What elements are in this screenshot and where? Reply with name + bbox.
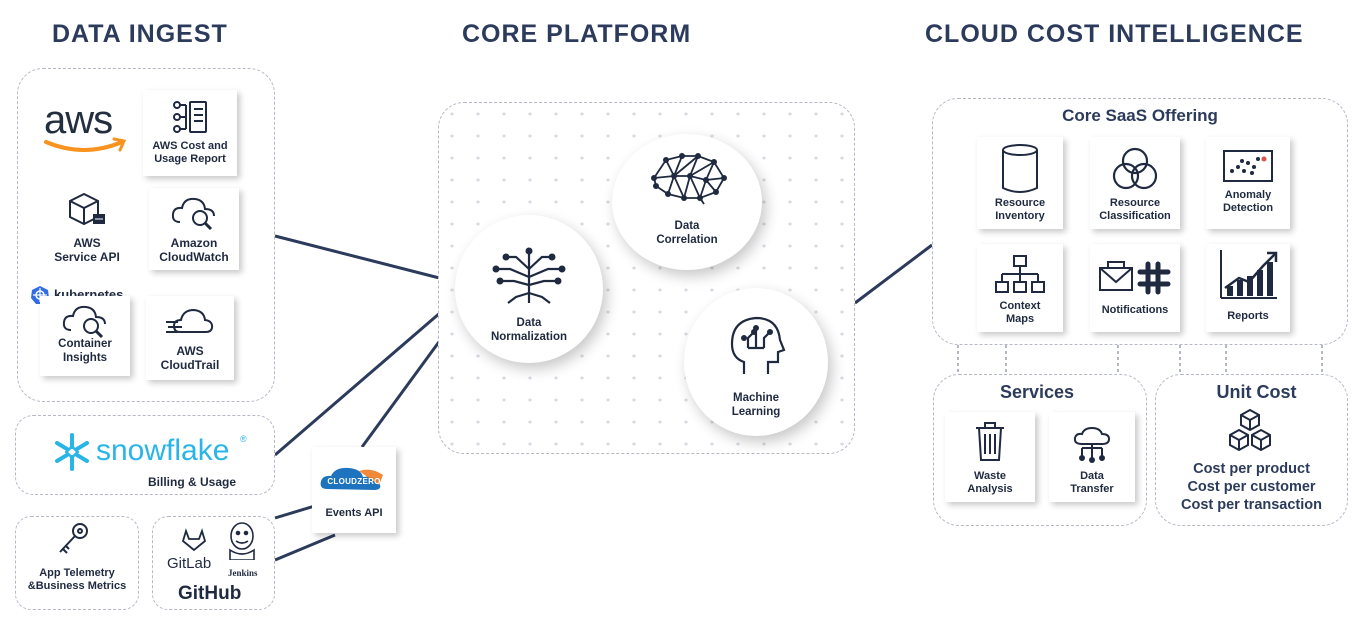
connector-gitlab-to-events <box>274 503 319 520</box>
trash-icon <box>976 422 1004 461</box>
org-chart-icon <box>995 255 1045 293</box>
unit-cost-panel <box>1155 374 1348 526</box>
connector-core-to-intel <box>854 243 933 305</box>
services-title: Services <box>999 382 1075 402</box>
snowflake-panel <box>15 415 275 495</box>
venn-diagram-icon <box>1112 147 1158 190</box>
gitlab-icon <box>181 528 207 552</box>
core-saas-title: Core SaaS Offering <box>1062 106 1218 125</box>
cloud-search-icon <box>171 197 215 230</box>
gitlab-label: GitLab <box>167 555 212 572</box>
card-cloudzero-events-api: CLOUDZERO Events API <box>312 447 396 533</box>
cube-icon <box>69 192 105 226</box>
unit-cost-list: Cost per product Cost per customer Cost … <box>1155 461 1348 515</box>
cloudzero-icon <box>320 467 383 490</box>
card-reports: Reports <box>1206 244 1290 332</box>
app-telemetry-label: App Telemetry&Business Metrics <box>27 567 127 592</box>
connector-snowflake-to-normalization <box>274 298 456 457</box>
jenkins-label: Jenkins <box>228 568 258 578</box>
source-control-panel <box>152 516 275 610</box>
report-tree-icon <box>173 101 207 133</box>
github-label: GitHub <box>178 583 242 604</box>
aws-logo: aws <box>40 96 130 160</box>
cloud-network-icon <box>1073 426 1111 463</box>
card-notifications: Notifications <box>1090 244 1180 332</box>
jenkins-icon <box>229 522 255 560</box>
cloud-search-icon <box>62 305 106 338</box>
stacked-boxes-icon <box>1229 408 1271 452</box>
heading-data-ingest: DATA INGEST <box>52 20 228 48</box>
mail-slack-icon <box>1099 261 1171 295</box>
snowflake-icon <box>55 433 89 471</box>
billing-usage-label: Billing & Usage <box>148 475 237 489</box>
unit-cost-customer: Cost per customer <box>1187 478 1316 495</box>
connector-ingest-to-normalization <box>274 234 456 284</box>
neural-brain-icon <box>651 153 727 205</box>
ai-head-icon <box>730 316 786 374</box>
key-icon <box>59 523 88 554</box>
unit-cost-transaction: Cost per transaction <box>1181 496 1322 513</box>
scatter-screen-icon <box>1223 150 1273 182</box>
circuit-chip-icon <box>492 247 566 304</box>
cloud-trail-icon <box>166 308 214 333</box>
heading-cloud-cost-intelligence: CLOUD COST INTELLIGENCE <box>925 20 1304 48</box>
bar-chart-icon <box>1220 250 1278 299</box>
app-telemetry-panel <box>15 516 139 610</box>
unit-cost-title: Unit Cost <box>1216 382 1297 402</box>
database-icon <box>1002 144 1038 193</box>
connector-github-to-events <box>274 533 336 562</box>
snowflake-logo: snowflake ® <box>52 432 252 472</box>
unit-cost-product: Cost per product <box>1193 461 1310 477</box>
heading-core-platform: CORE PLATFORM <box>462 20 692 48</box>
